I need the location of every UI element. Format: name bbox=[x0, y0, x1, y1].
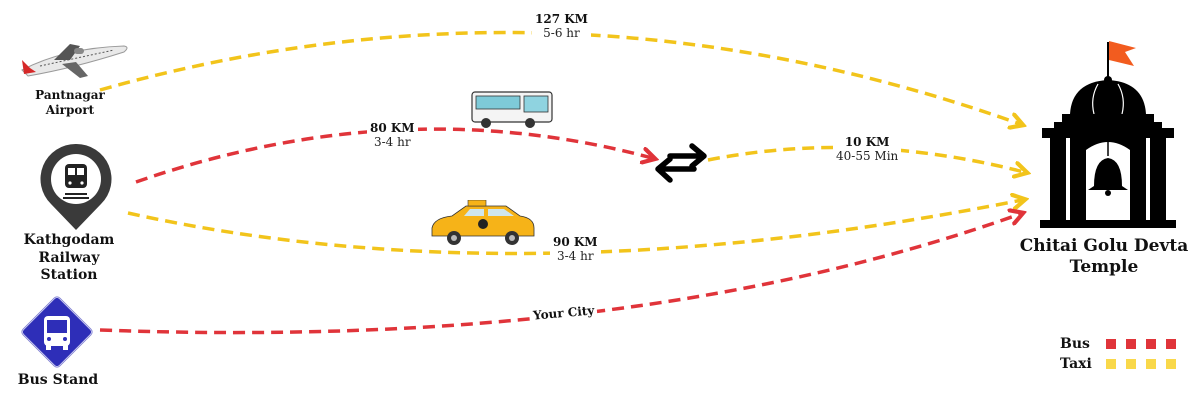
bus-icon bbox=[471, 91, 553, 128]
temple-icon bbox=[1040, 41, 1176, 228]
source-label-busstand: Bus Stand bbox=[17, 372, 99, 388]
route-line-busstand bbox=[99, 214, 1020, 335]
legend-item-bus: Bus bbox=[1060, 334, 1186, 354]
legend: Bus Taxi bbox=[1060, 334, 1186, 374]
route-label-railway-bus: 80 KM 3-4 hr bbox=[367, 121, 418, 150]
airplane-icon bbox=[21, 44, 128, 78]
route-label-interchange: 10 KM 40-55 Min bbox=[833, 135, 902, 164]
route-label-airport: 127 KM 5-6 hr bbox=[532, 12, 591, 41]
exchange-arrows-icon bbox=[655, 143, 707, 183]
legend-item-taxi: Taxi bbox=[1060, 354, 1186, 374]
source-label-airport: Pantnagar Airport bbox=[35, 88, 105, 117]
route-line-airport bbox=[99, 30, 1020, 124]
route-line-railway-taxi bbox=[127, 200, 1022, 256]
destination-label: Chitai Golu Devta Temple bbox=[1019, 236, 1189, 278]
taxi-icon bbox=[431, 200, 535, 245]
route-label-railway-taxi: 90 KM 3-4 hr bbox=[550, 235, 601, 264]
bus-sign-icon bbox=[20, 295, 94, 369]
source-label-railway: Kathgodam Railway Station bbox=[23, 232, 115, 283]
train-pin-icon bbox=[40, 143, 112, 230]
